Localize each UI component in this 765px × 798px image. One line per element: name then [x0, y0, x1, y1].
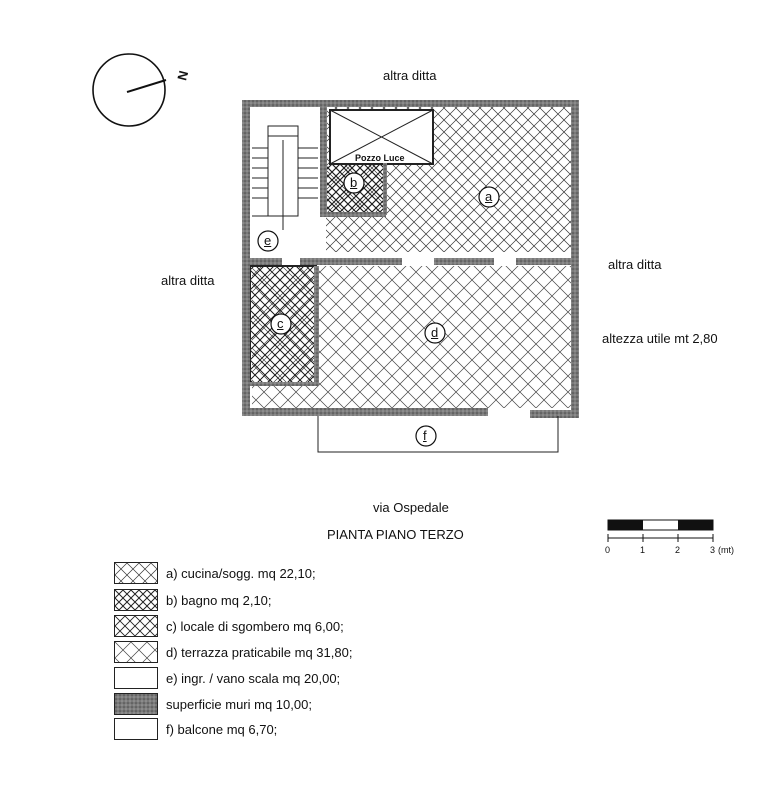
- walls: [242, 100, 579, 418]
- scale-tick-0: 0: [605, 545, 611, 555]
- label-left-neighbor: altra ditta: [161, 273, 215, 288]
- staircase: [252, 125, 318, 230]
- legend-item: superficie muri mq 10,00;: [114, 692, 312, 716]
- legend-swatch: [114, 615, 158, 637]
- room-f-marker: [415, 425, 437, 447]
- legend-swatch: [114, 718, 158, 740]
- room-a-marker: [478, 186, 500, 208]
- lightwell-label: Pozzo Luce: [355, 153, 405, 163]
- street-label: via Ospedale: [373, 500, 449, 515]
- legend-swatch: [114, 693, 158, 715]
- legend-item: f) balcone mq 6,70;: [114, 717, 277, 741]
- room-d-letter: d: [431, 325, 439, 340]
- legend-swatch: [114, 589, 158, 611]
- label-top-neighbor: altra ditta: [383, 68, 437, 83]
- legend-text: f) balcone mq 6,70;: [166, 721, 278, 737]
- room-d-marker: [424, 322, 446, 344]
- legend-item: d) terrazza praticabile mq 31,80;: [114, 640, 352, 664]
- legend-text: b) bagno mq 2,10;: [166, 592, 272, 608]
- legend-text: a) cucina/sogg. mq 22,10;: [166, 565, 316, 581]
- label-right-neighbor: altra ditta: [608, 257, 662, 272]
- room-c-marker: [270, 313, 292, 335]
- north-arrow-icon: [92, 53, 167, 127]
- room-c-letter: c: [277, 316, 284, 331]
- room-a-letter: a: [485, 189, 493, 204]
- scale-tick-2: 2: [675, 545, 681, 555]
- scale-bar: [607, 519, 714, 542]
- scale-tick-1: 1: [640, 545, 646, 555]
- room-b-letter: b: [350, 175, 358, 190]
- legend-item: b) bagno mq 2,10;: [114, 588, 272, 612]
- legend-item: c) locale di sgombero mq 6,00;: [114, 614, 344, 638]
- room-e-marker: [257, 230, 279, 252]
- legend-text: c) locale di sgombero mq 6,00;: [166, 618, 344, 634]
- legend-swatch: [114, 641, 158, 663]
- legend-item: e) ingr. / vano scala mq 20,00;: [114, 666, 340, 690]
- legend-text: e) ingr. / vano scala mq 20,00;: [166, 670, 341, 686]
- room-b-marker: [343, 172, 365, 194]
- legend-text: superficie muri mq 10,00;: [166, 696, 312, 712]
- scale-tick-3: 3: [710, 545, 716, 555]
- room-f-letter: f: [423, 428, 427, 443]
- room-e-letter: e: [264, 233, 272, 248]
- ceiling-height-label: altezza utile mt 2,80: [602, 331, 718, 346]
- legend-swatch: [114, 667, 158, 689]
- scale-unit: (mt): [718, 545, 734, 555]
- legend-item: a) cucina/sogg. mq 22,10;: [114, 561, 316, 585]
- plan-title: PIANTA PIANO TERZO: [327, 527, 464, 542]
- legend-swatch: [114, 562, 158, 584]
- legend-text: d) terrazza praticabile mq 31,80;: [166, 644, 353, 660]
- balcony-outline: [317, 416, 559, 453]
